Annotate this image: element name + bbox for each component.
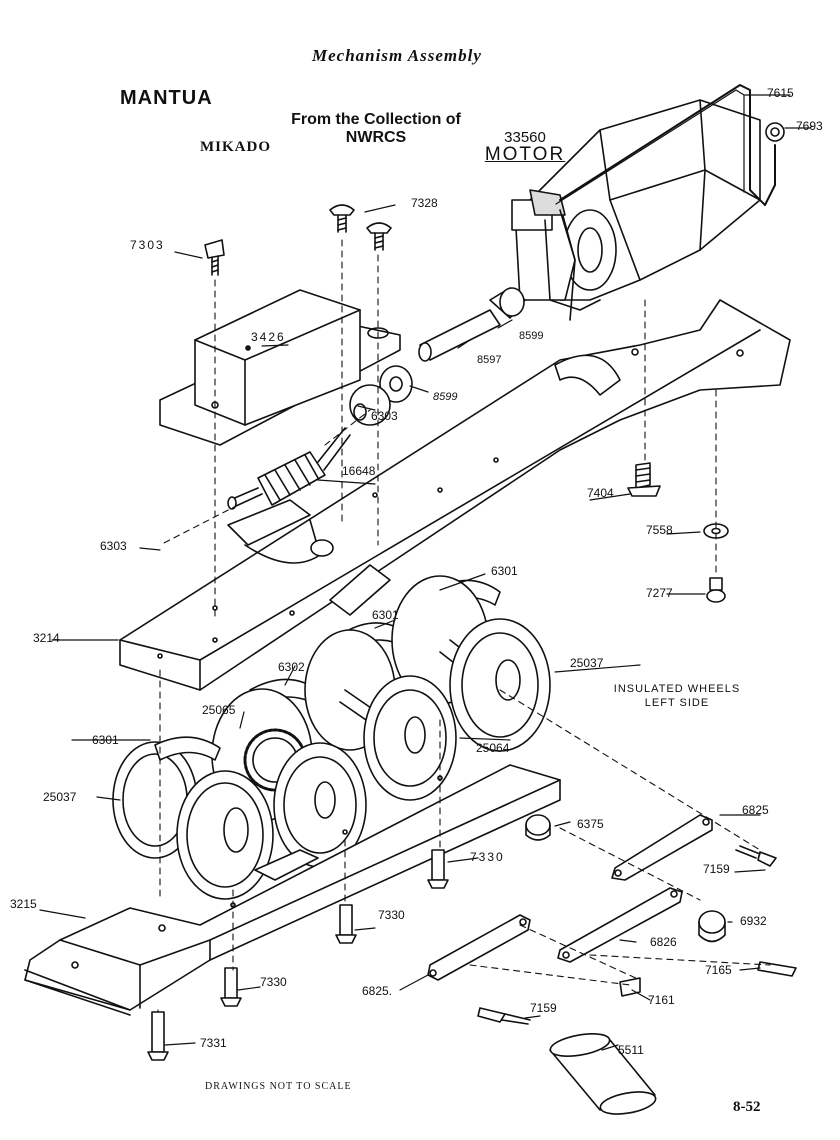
leader-lines <box>39 94 813 1051</box>
model-name: MIKADO <box>200 139 271 155</box>
part-7693: 7693 <box>796 119 823 133</box>
gearbox-cover-drawing <box>159 289 401 446</box>
part-7161: 7161 <box>648 993 675 1007</box>
brand-name: MANTUA <box>120 87 213 109</box>
part-7331: 7331 <box>200 1036 227 1050</box>
part-3215: 3215 <box>10 897 37 911</box>
part-8599-lower: 8599 <box>433 391 458 403</box>
part-25064: 25064 <box>476 741 510 755</box>
side-rods-drawing <box>427 814 726 981</box>
part-7330-upper: 7330 <box>470 850 505 864</box>
part-7615: 7615 <box>767 86 794 100</box>
part-6303-lower: 6303 <box>100 539 127 553</box>
part-6375: 6375 <box>577 817 604 831</box>
collection-line1: From the Collection of <box>291 111 461 128</box>
part-8597: 8597 <box>477 354 502 366</box>
part-6301-left: 6301 <box>92 733 119 747</box>
part-6302: 6302 <box>278 660 305 674</box>
small-screws-drawing <box>147 845 797 1061</box>
part-3214: 3214 <box>33 631 60 645</box>
worm-gear-drawing <box>227 427 351 510</box>
part-7404: 7404 <box>587 486 614 500</box>
part-3426: 3426 <box>251 330 286 344</box>
page-number: 8-52 <box>733 1099 761 1115</box>
part-8599-upper: 8599 <box>519 330 544 342</box>
bottom-plate-drawing <box>24 764 561 1016</box>
wheels-drawing <box>112 575 551 900</box>
motor-drawing <box>511 84 785 321</box>
part-6301-mid: 6301 <box>372 608 399 622</box>
part-7159-upper: 7159 <box>703 862 730 876</box>
cylinder-5511-drawing <box>549 1033 657 1115</box>
collection-line2: NWRCS <box>345 129 407 146</box>
screws-top-drawing <box>204 204 392 276</box>
part-25037-right: 25037 <box>570 656 604 670</box>
part-6825-lower: 6825. <box>362 984 393 998</box>
screws-right-drawing <box>627 462 729 603</box>
part-7330-mid: 7330 <box>378 908 405 922</box>
part-7328: 7328 <box>411 196 438 210</box>
part-7277: 7277 <box>646 586 673 600</box>
part-7558: 7558 <box>646 523 673 537</box>
part-25037-left: 25037 <box>43 790 77 804</box>
part-25065: 25065 <box>202 703 236 717</box>
part-7165: 7165 <box>705 963 732 977</box>
motor-label: 33560 MOTOR <box>480 129 570 165</box>
part-16648: 16648 <box>342 464 376 478</box>
part-6303-upper: 6303 <box>371 409 398 423</box>
insulated-wheels-note: INSULATED WHEELS LEFT SIDE <box>592 682 762 710</box>
assembly-lines <box>157 239 771 1013</box>
part-6301-top: 6301 <box>491 564 518 578</box>
part-7330-lower: 7330 <box>260 975 287 989</box>
motor-number: 33560 <box>504 129 546 146</box>
part-6826: 6826 <box>650 935 677 949</box>
part-7159-lower: 7159 <box>530 1001 557 1015</box>
insulated-line2: LEFT SIDE <box>644 697 710 709</box>
motor-text: MOTOR <box>484 144 566 165</box>
drawing-title: Mechanism Assembly <box>312 46 482 65</box>
collection-credit: From the Collection of NWRCS <box>283 111 469 147</box>
insulated-line1: INSULATED WHEELS <box>613 683 741 695</box>
part-5511: 5511 <box>618 1043 644 1057</box>
driveshaft-drawing <box>349 287 526 426</box>
part-6825-upper: 6825 <box>742 803 769 817</box>
part-6932: 6932 <box>740 914 767 928</box>
frame-drawing <box>119 299 791 691</box>
part-7303: 7303 <box>130 238 165 252</box>
scale-note: DRAWINGS NOT TO SCALE <box>205 1081 352 1092</box>
